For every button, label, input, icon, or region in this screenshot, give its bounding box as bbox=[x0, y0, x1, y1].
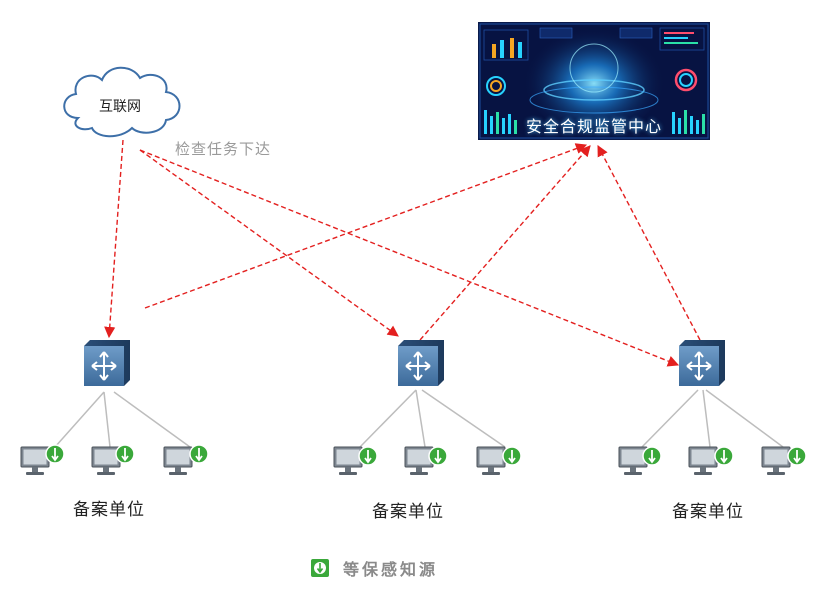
computer-1-2 bbox=[91, 444, 135, 476]
center-title: 安全合规监管中心 bbox=[525, 117, 662, 136]
cloud-label: 互联网 bbox=[99, 99, 141, 115]
dashboard-screen bbox=[478, 22, 710, 140]
computer-3-1 bbox=[618, 446, 662, 476]
computer-2-1 bbox=[333, 446, 378, 476]
unit-label-2: 备案单位 bbox=[372, 502, 444, 522]
switch-unit-1 bbox=[84, 340, 130, 386]
computer-3-3 bbox=[761, 446, 807, 476]
switch-unit-2 bbox=[398, 340, 444, 386]
link-unit1-center bbox=[144, 143, 588, 309]
computer-1-3 bbox=[163, 444, 209, 476]
computer-2-2 bbox=[404, 446, 448, 476]
task-links bbox=[104, 139, 701, 367]
security-sensor-icon bbox=[311, 559, 329, 577]
legend: 等保感知源 bbox=[311, 556, 438, 580]
switch-unit-3 bbox=[679, 340, 725, 386]
unit-label-3: 备案单位 bbox=[672, 502, 744, 522]
computer-1-1 bbox=[20, 444, 65, 476]
lan-links bbox=[54, 389, 784, 448]
computer-3-2 bbox=[688, 446, 734, 476]
link-unit3-center bbox=[597, 145, 701, 341]
unit-label-1: 备案单位 bbox=[73, 500, 145, 520]
link-unit2-center bbox=[419, 145, 591, 341]
link-internet-unit1 bbox=[104, 139, 124, 339]
legend-label: 等保感知源 bbox=[343, 560, 439, 579]
link-internet-unit3 bbox=[139, 149, 680, 367]
internet-cloud bbox=[63, 66, 181, 138]
link-internet-unit2 bbox=[139, 149, 399, 337]
task-label: 检查任务下达 bbox=[175, 140, 272, 158]
computer-2-3 bbox=[476, 446, 522, 476]
